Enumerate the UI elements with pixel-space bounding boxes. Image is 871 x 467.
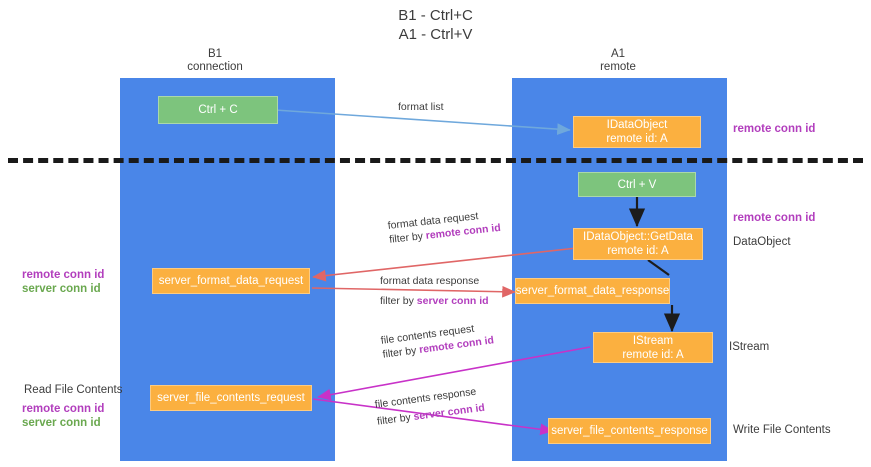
node-idataobject-line1: IDataObject [606,119,668,131]
node-server-file-contents-response[interactable]: server_file_contents_response [548,418,711,444]
node-ctrl-v[interactable]: Ctrl + V [578,172,696,197]
node-server-format-data-response-label: server_format_data_response [515,285,670,297]
column-header-a1: A1 remote [558,48,678,74]
legend-remote-conn-id-mid: remote conn id [733,211,815,225]
node-getdata-line1: IDataObject::GetData [583,231,693,243]
right-label-write-file-contents: Write File Contents [733,424,831,436]
node-idataobject-line2: remote id: A [606,133,668,145]
edge-label-file-contents-request: file contents request filter by remote c… [380,319,495,361]
column-b1-name: B1 [207,48,223,60]
legend-left-conn-ids: remote conn id server conn id [22,268,104,296]
node-istream-line1: IStream [632,334,674,347]
legend-left-remote-conn-id-bottom: remote conn id [22,403,105,415]
node-server-file-contents-response-label: server_file_contents_response [551,425,708,437]
edge-format-list-text: format list [398,101,444,113]
edge-label-format-list: format list [398,100,444,114]
node-ctrl-v-label: Ctrl + V [617,178,657,191]
edge-format-data-response-prefix: filter by [380,295,417,307]
title-line-1: B1 - Ctrl+C [398,7,473,24]
legend-left-conn-ids-bottom: remote conn id server conn id [22,402,104,430]
edge-label-format-data-response: format data response filter by server co… [380,274,489,308]
column-a1-name: A1 [610,48,626,60]
node-server-file-contents-request-label: server_file_contents_request [157,392,305,404]
node-idataobject-getdata[interactable]: IDataObject::GetData remote id: A [573,228,703,260]
legend-remote-conn-id-mid-text: remote conn id [733,212,816,224]
edge-format-data-response-line1: format data response [380,275,480,287]
edge-label-format-data-request: format data request filter by remote con… [387,207,501,247]
edge-format-data-response-line2: filter by server conn id [380,294,489,308]
node-server-file-contents-request[interactable]: server_file_contents_request [150,385,312,411]
node-server-format-data-response[interactable]: server_format_data_response [515,278,670,304]
column-b1-role: connection [187,61,243,73]
node-server-format-data-request-label: server_format_data_request [158,275,304,287]
legend-left-server-conn-id-bottom: server conn id [22,417,101,429]
right-label-data-object: DataObject [733,236,791,248]
section-divider [8,158,863,163]
node-ctrl-c[interactable]: Ctrl + C [158,96,278,124]
edge-format-data-request-prefix: filter by [388,229,427,246]
edge-file-contents-response-prefix: filter by [376,411,415,428]
edge-label-file-contents-response: file contents response filter by server … [374,384,486,429]
legend-left-server-conn-id: server conn id [22,283,101,295]
node-istream-line2: remote id: A [622,348,684,361]
left-label-read-file-contents: Read File Contents [24,384,123,396]
node-getdata-line2: remote id: A [607,245,669,257]
right-label-istream: IStream [729,341,770,353]
column-header-b1: B1 connection [155,48,275,74]
title-line-2: A1 - Ctrl+V [398,26,473,43]
node-istream[interactable]: IStream remote id: A [593,332,713,363]
edge-format-data-response-key: server conn id [416,295,489,307]
legend-left-remote-conn-id: remote conn id [22,269,105,281]
node-ctrl-c-label: Ctrl + C [198,104,238,116]
legend-remote-conn-id-top-text: remote conn id [733,123,816,135]
edge-file-contents-request-prefix: filter by [381,344,420,361]
node-idataobject[interactable]: IDataObject remote id: A [573,116,701,148]
node-server-format-data-request[interactable]: server_format_data_request [152,268,310,294]
diagram-title: B1 - Ctrl+C A1 - Ctrl+V [0,6,871,44]
legend-remote-conn-id-top: remote conn id [733,122,815,136]
column-a1-role: remote [600,61,636,73]
